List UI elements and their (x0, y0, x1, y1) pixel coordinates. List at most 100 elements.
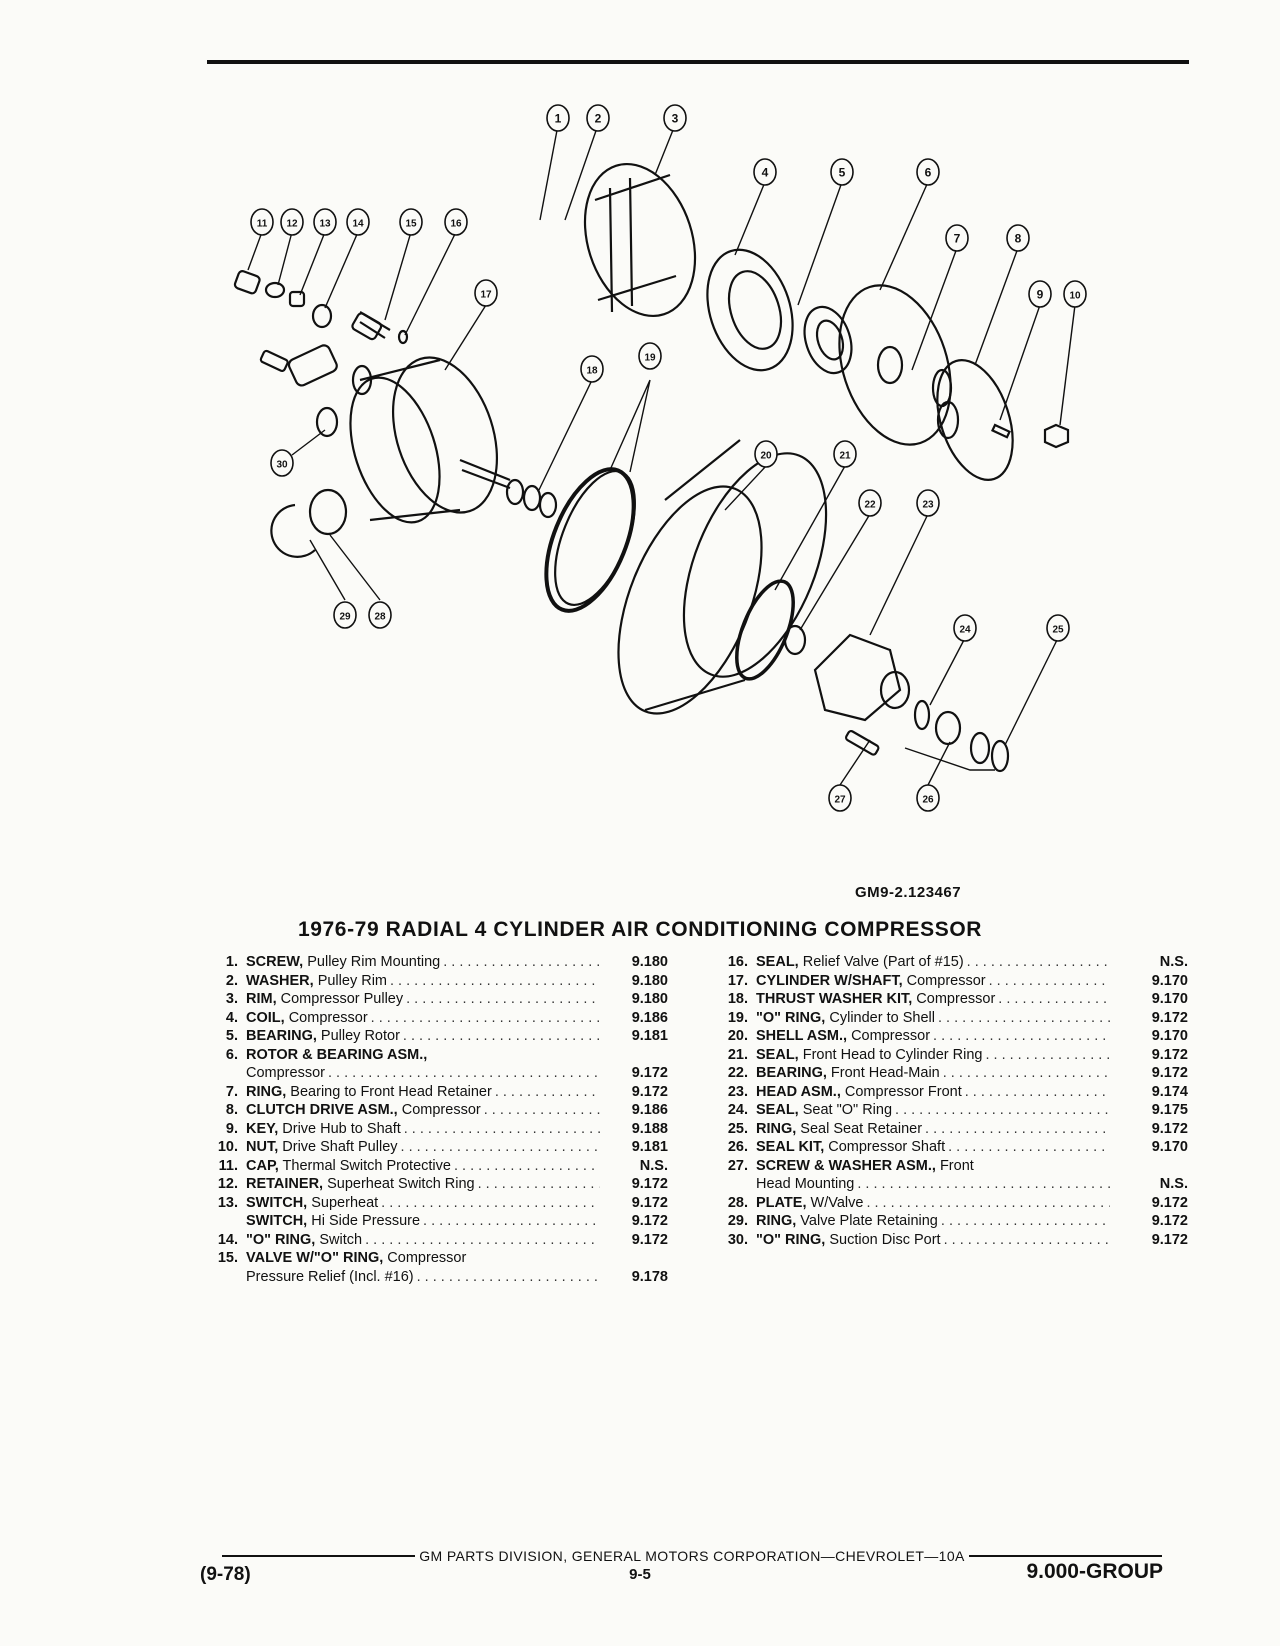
part-row: 3.RIM, Compressor Pulley9.180 (208, 990, 668, 1009)
leader-lines (247, 124, 1076, 786)
part-name: THRUST WASHER KIT, (756, 991, 913, 1007)
callout-number: 28 (374, 612, 386, 623)
part-description: PLATE, W/Valve (756, 1194, 1110, 1213)
part-detail: Front (935, 1157, 974, 1174)
part-detail: Suction Disc Port (825, 1231, 941, 1248)
callout-number: 4 (762, 166, 769, 180)
callout-22: 22 (858, 489, 882, 517)
part-description: WASHER, Pulley Rim (246, 972, 600, 991)
part-description: SEAL KIT, Compressor Shaft (756, 1138, 1110, 1157)
part-description: "O" RING, Switch (246, 1231, 600, 1250)
part-detail: Compressor (912, 991, 996, 1007)
part-description: "O" RING, Cylinder to Shell (756, 1009, 1110, 1028)
parts-list-left: 1.SCREW, Pulley Rim Mounting9.1802.WASHE… (208, 953, 668, 1286)
dot-leader (481, 1101, 600, 1120)
part-description: HEAD ASM., Compressor Front (756, 1083, 1110, 1102)
group-code: 9.175 (1151, 1102, 1188, 1118)
callout-13: 13 (313, 208, 337, 236)
callout-number: 18 (586, 366, 598, 377)
part-row: 23.HEAD ASM., Compressor Front9.174 (718, 1083, 1188, 1102)
parts-illustration (233, 162, 1070, 773)
part-number: 30. (727, 1231, 748, 1248)
part-row: 1.SCREW, Pulley Rim Mounting9.180 (208, 953, 668, 972)
callout-number: 1 (555, 112, 562, 126)
part-number: 24. (727, 1102, 748, 1118)
part-row: 2.WASHER, Pulley Rim9.180 (208, 972, 668, 991)
part-name: VALVE W/"O" RING, (246, 1250, 384, 1266)
group-number: 9.000-GROUP (1026, 1560, 1163, 1583)
part-detail: Head Mounting (756, 1176, 855, 1192)
callout-4: 4 (753, 158, 777, 186)
part-number: 26. (727, 1139, 748, 1155)
part-detail: Front Head to Cylinder Ring (798, 1046, 983, 1063)
part-name: HEAD ASM., (756, 1083, 841, 1100)
part-row: 30."O" RING, Suction Disc Port9.172 (718, 1231, 1188, 1250)
dot-leader (400, 1027, 600, 1046)
group-code: 9.172 (1151, 1046, 1188, 1063)
part-detail: Compressor Pulley (276, 991, 404, 1007)
figure-code: GM9-2.123467 (855, 884, 962, 901)
group-code: 9.172 (631, 1065, 668, 1081)
part-row: 17.CYLINDER W/SHAFT, Compressor9.170 (718, 972, 1188, 991)
part-detail: Pressure Relief (Incl. #16) (246, 1268, 414, 1285)
callout-number: 26 (922, 795, 934, 806)
callout-number: 24 (959, 625, 971, 636)
callout-number: 29 (339, 612, 351, 623)
dot-leader (420, 1212, 600, 1231)
part-name: ROTOR & BEARING ASM., (246, 1046, 428, 1063)
group-code: 9.180 (631, 954, 668, 970)
footer-publisher-text: GM PARTS DIVISION, GENERAL MOTORS CORPOR… (419, 1548, 965, 1564)
dot-leader (378, 1194, 600, 1213)
group-code: N.S. (1159, 954, 1188, 970)
callout-28: 28 (368, 601, 392, 629)
callout-10: 10 (1063, 280, 1087, 308)
dot-leader (935, 1009, 1110, 1028)
dot-leader (938, 1212, 1110, 1231)
part-name: WASHER, (246, 972, 314, 989)
group-code: 9.180 (631, 991, 668, 1007)
group-code: 9.188 (631, 1120, 668, 1137)
dot-leader (368, 1009, 600, 1028)
part-detail: Seal Seat Retainer (796, 1120, 923, 1137)
group-code: 9.172 (1151, 1194, 1188, 1211)
callout-15: 15 (399, 208, 423, 236)
part-detail: Compressor (902, 972, 986, 989)
dot-leader (440, 953, 600, 972)
part-description: SEAL, Front Head to Cylinder Ring (756, 1046, 1110, 1065)
part-name: BEARING, (246, 1028, 317, 1044)
callout-number: 22 (864, 500, 876, 511)
part-number: 3. (225, 991, 238, 1007)
part-row: 10.NUT, Drive Shaft Pulley9.181 (208, 1138, 668, 1157)
part-number: 11. (218, 1157, 238, 1174)
dot-leader (986, 972, 1110, 991)
part-number: 22. (727, 1065, 748, 1081)
part-detail: Compressor Front (840, 1083, 962, 1100)
part-description: SWITCH, Hi Side Pressure (246, 1212, 600, 1231)
part-detail: Pulley Rim (313, 972, 387, 989)
part-row: 8.CLUTCH DRIVE ASM., Compressor9.186 (208, 1101, 668, 1120)
callout-number: 11 (257, 219, 268, 230)
callout-number: 12 (286, 219, 298, 230)
part-name: BEARING, (756, 1065, 827, 1081)
part-name: CAP, (246, 1157, 279, 1174)
part-number: 14. (217, 1231, 238, 1248)
part-row: 22.BEARING, Front Head-Main9.172 (718, 1064, 1188, 1083)
part-detail: Thermal Switch Protective (278, 1157, 451, 1174)
part-detail: Superheat Switch Ring (323, 1176, 475, 1192)
part-number: 2. (225, 972, 238, 989)
callout-14: 14 (346, 208, 370, 236)
callout-number: 5 (839, 166, 846, 180)
callout-17: 17 (474, 279, 498, 307)
callout-1: 1 (546, 104, 570, 132)
callout-number: 2 (595, 112, 602, 126)
dot-leader (892, 1101, 1110, 1120)
part-description: SCREW, Pulley Rim Mounting (246, 953, 600, 972)
callout-20: 20 (754, 440, 778, 468)
callout-26: 26 (916, 784, 940, 812)
part-name: COIL, (246, 1009, 285, 1026)
part-name: SEAL, (756, 1102, 799, 1118)
dot-leader (940, 1064, 1110, 1083)
part-detail: Pulley Rotor (316, 1028, 400, 1044)
part-detail: Pulley Rim Mounting (303, 954, 441, 970)
